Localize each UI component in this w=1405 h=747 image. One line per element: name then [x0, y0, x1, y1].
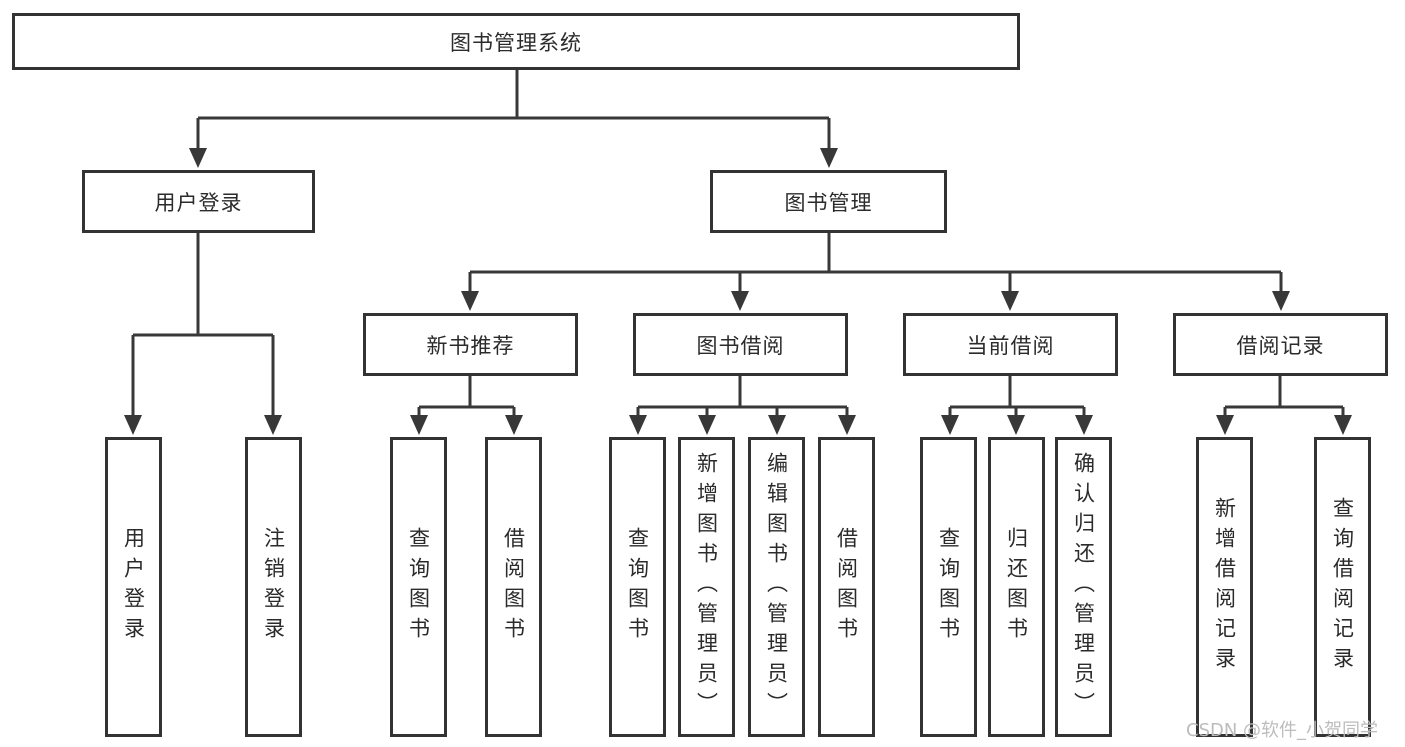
leaf-edit-book-admin: 编辑图书（管理员）	[748, 437, 805, 737]
leaf-logout: 注销登录	[245, 437, 302, 737]
node-book-management: 图书管理	[710, 170, 947, 233]
leaf-query-borrow-record: 查询借阅记录	[1314, 437, 1371, 737]
node-book-borrow: 图书借阅	[633, 313, 848, 376]
leaf-query-books-current: 查询图书	[920, 437, 977, 737]
node-borrow-records: 借阅记录	[1173, 313, 1388, 376]
leaf-query-books-recommend: 查询图书	[390, 437, 447, 737]
node-root: 图书管理系统	[12, 13, 1020, 70]
leaf-add-book-admin: 新增图书（管理员）	[678, 437, 735, 737]
node-user-login: 用户登录	[82, 170, 315, 233]
leaf-borrow-books-recommend: 借阅图书	[485, 437, 542, 737]
node-new-book-recommend: 新书推荐	[363, 313, 578, 376]
node-current-borrow: 当前借阅	[903, 313, 1118, 376]
leaf-borrow-books: 借阅图书	[818, 437, 875, 737]
leaf-return-book: 归还图书	[988, 437, 1045, 737]
leaf-add-borrow-record: 新增借阅记录	[1196, 437, 1253, 737]
csdn-watermark: CSDN @软件_小贺同学	[1186, 720, 1379, 741]
leaf-confirm-return-admin: 确认归还（管理员）	[1055, 437, 1112, 737]
arrowheads	[124, 148, 1352, 435]
leaf-query-books-borrow: 查询图书	[609, 437, 666, 737]
leaf-user-login: 用户登录	[105, 437, 162, 737]
